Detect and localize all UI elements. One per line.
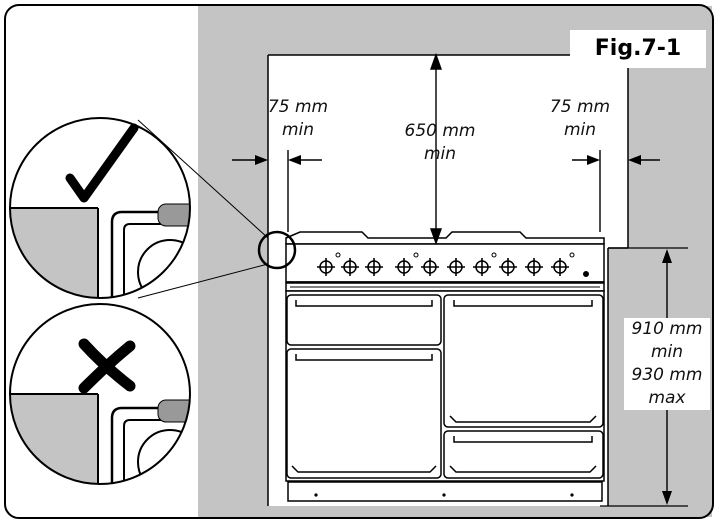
right-clearance-label: 75 mm min [544,96,616,142]
top-left-oven-door [286,294,442,346]
height-min-value: 910 mm [631,319,703,339]
top-clearance-qualifier: min [423,144,457,164]
control-panel [285,243,605,283]
checkmark-icon [65,123,139,203]
knob-indicator-dot [491,252,497,258]
arrow-height-bottom [662,491,672,505]
control-knob [341,258,359,276]
arrow-left-wall [255,155,268,165]
indicator-light [583,271,589,277]
right-clearance-value: 75 mm [549,97,611,117]
control-knob [551,258,569,276]
control-knob [499,258,517,276]
arrow-right-cooker [587,155,600,165]
arrow-right-wall [628,155,641,165]
detail-highlight-circle [257,230,297,270]
left-clearance-value: 75 mm [267,97,329,117]
plinth [287,481,603,502]
arrow-left-cooker [288,155,301,165]
storage-drawer [443,430,604,479]
main-oven-door [286,348,442,479]
right-oven-door [443,294,604,428]
top-clearance-space [268,55,628,248]
control-knob [365,258,383,276]
range-cooker [285,231,605,502]
control-knob [525,258,543,276]
arrow-height-top [662,249,672,263]
cross-icon [78,338,136,394]
right-clearance-qualifier: min [563,120,597,140]
outer-frame [4,4,714,519]
control-knobs [317,252,575,276]
control-knob [317,258,335,276]
control-knob [447,258,465,276]
top-clearance-value: 650 mm [404,121,476,141]
knob-indicator-dot [335,252,341,258]
height-clearance-label: 910 mm min 930 mm max [624,318,710,410]
arrow-down-650 [430,228,442,246]
height-max-value: 930 mm [631,365,703,385]
control-knob [473,258,491,276]
control-knob [421,258,439,276]
knob-indicator-dot [569,252,575,258]
left-clearance-qualifier: min [281,120,315,140]
height-min-qualifier: min [650,342,684,362]
control-knob [395,258,413,276]
left-clearance-label: 75 mm min [262,96,334,142]
figure-label: Fig.7-1 [570,30,706,68]
height-max-qualifier: max [648,388,686,408]
arrow-up-650 [430,52,442,70]
knob-indicator-dot [413,252,419,258]
top-clearance-label: 650 mm min [396,120,484,166]
